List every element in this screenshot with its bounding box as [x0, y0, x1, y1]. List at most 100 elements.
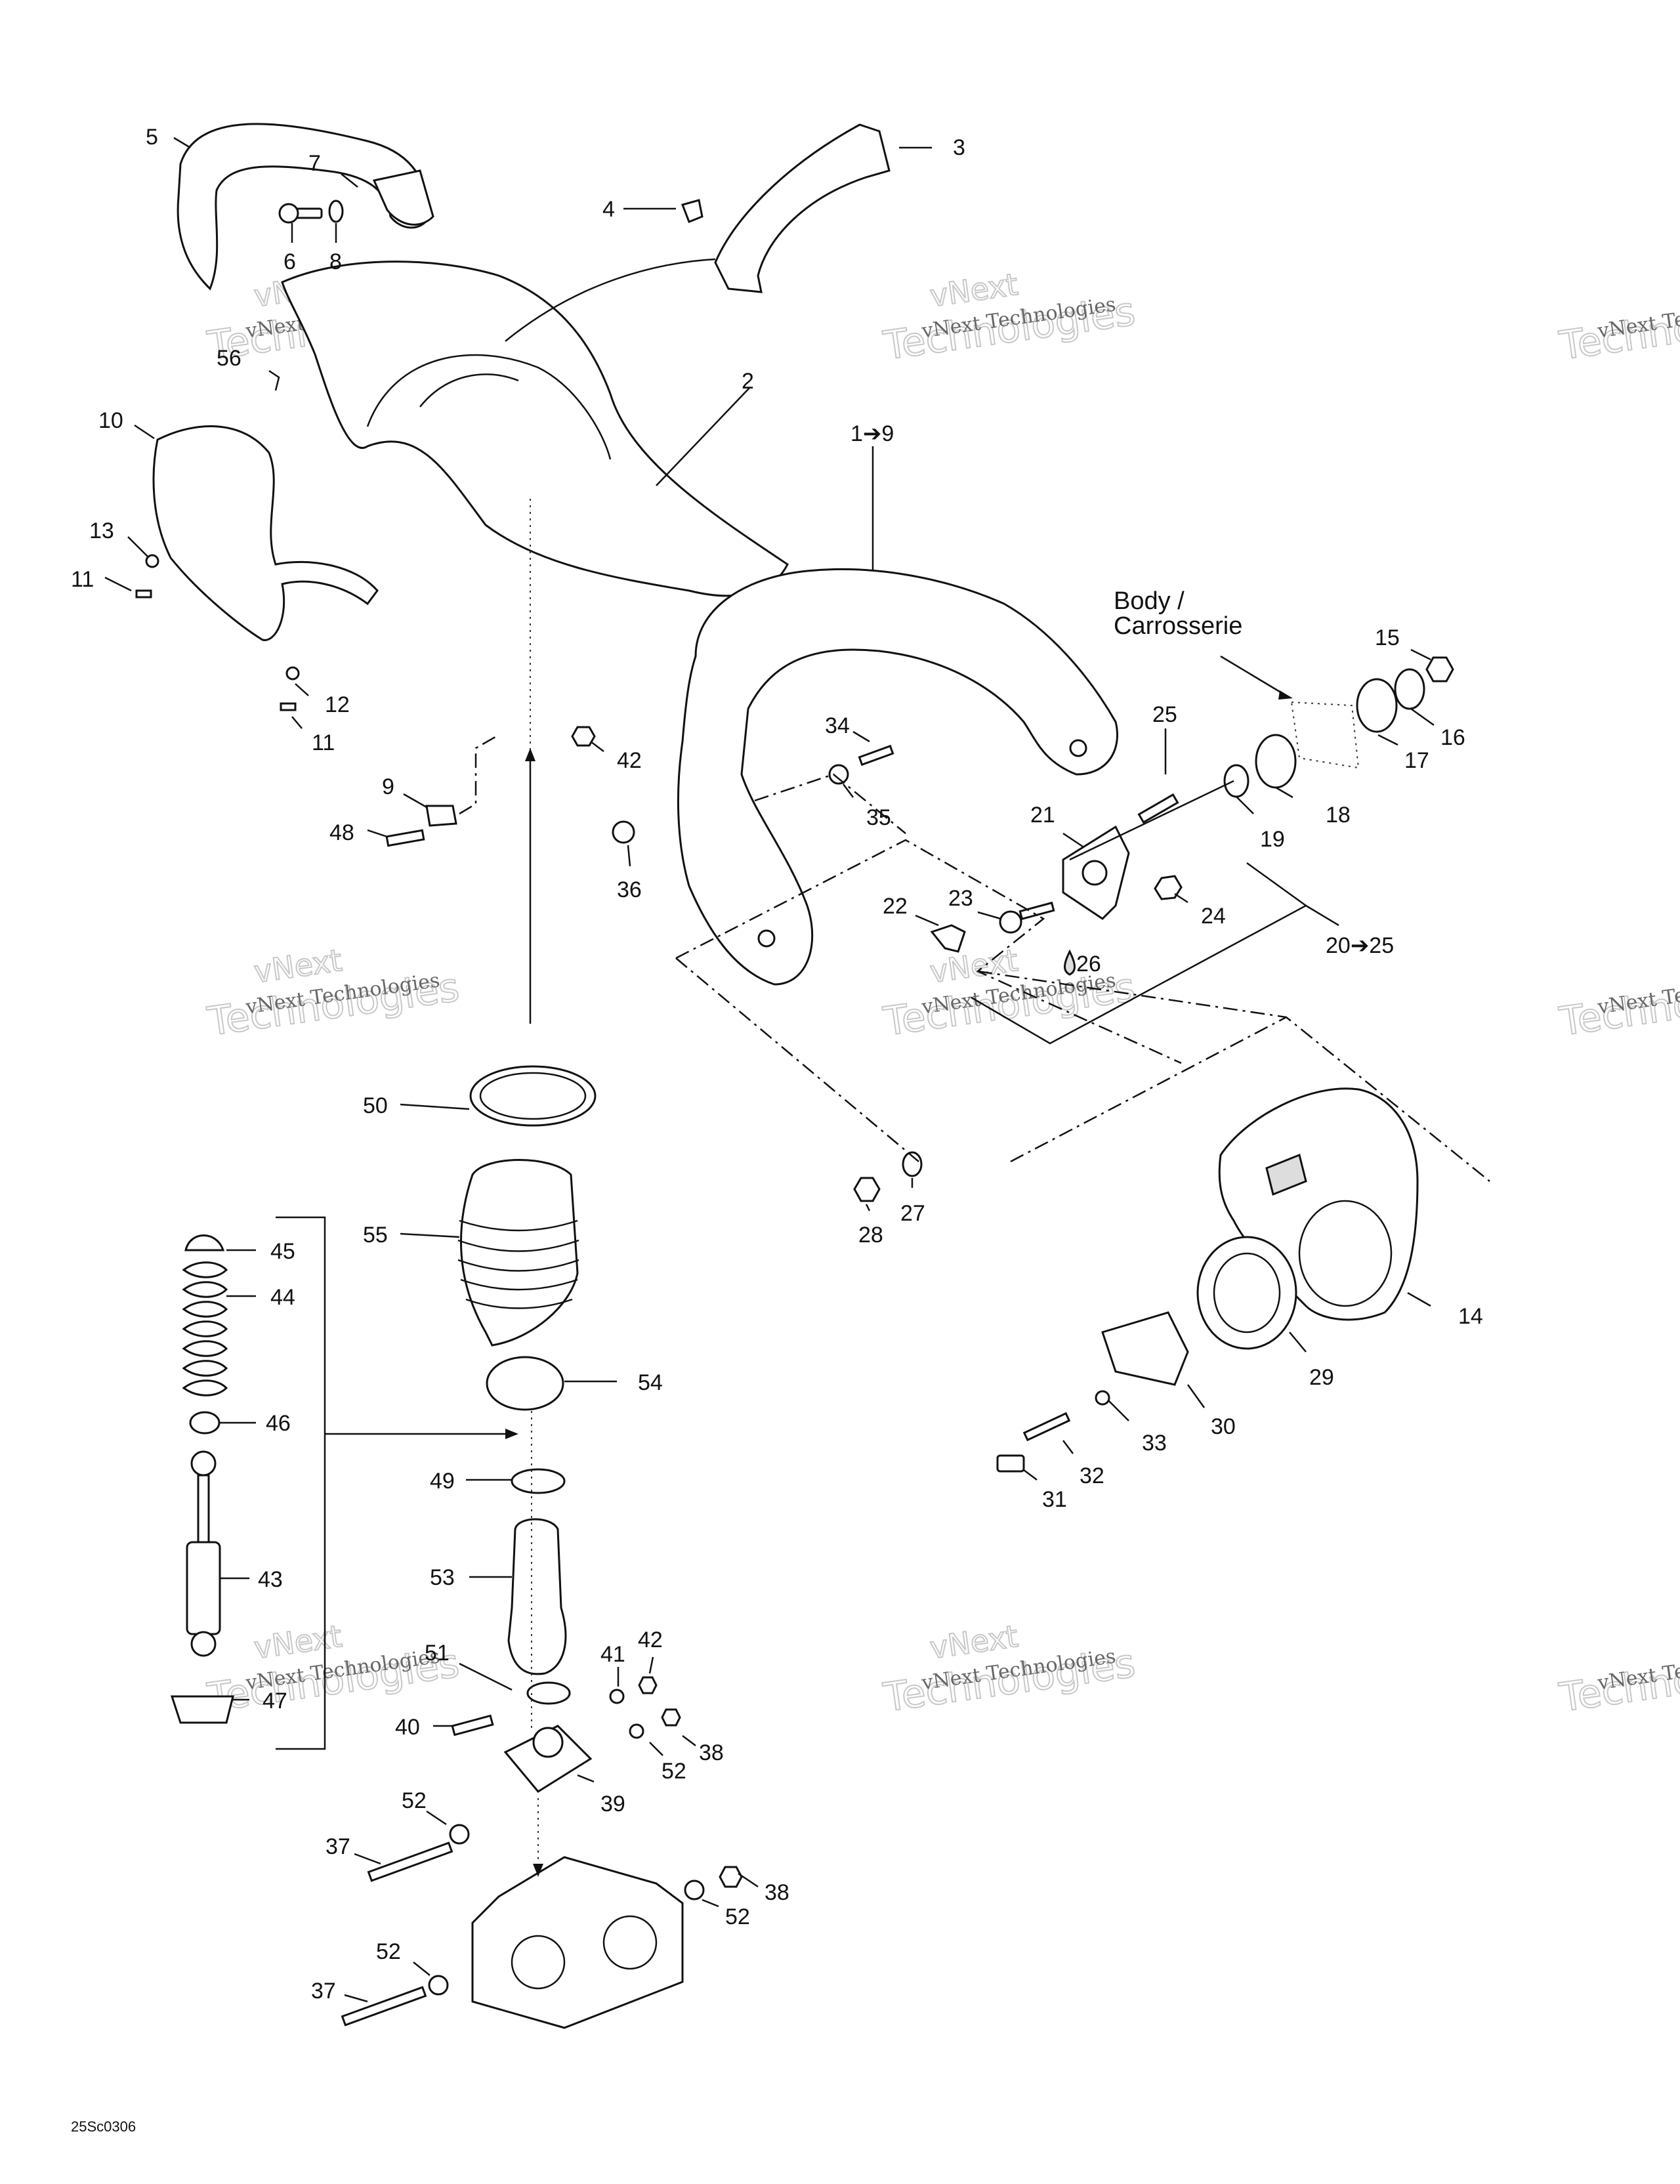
callout-label: 39	[600, 1792, 625, 1816]
callout-label: 24	[1201, 904, 1226, 929]
body-panel-hatch	[1290, 701, 1360, 769]
callout-label: 40	[395, 1715, 420, 1740]
callout-label: 23	[948, 886, 973, 911]
callout-label: 5	[146, 125, 158, 150]
callout-label: 53	[430, 1565, 455, 1590]
part-47-shock-cup	[170, 1695, 234, 1724]
part-50-clamp-inner	[479, 1072, 587, 1120]
part-16-washer	[1394, 668, 1425, 710]
part-7-plate	[372, 169, 434, 226]
part-3-rear-grab-handle	[714, 123, 891, 293]
callout-label: 8	[329, 249, 342, 274]
part-21-bracket-hole	[1082, 860, 1108, 886]
part-23-ball	[999, 910, 1022, 934]
part-43-shock-eye-lower	[190, 1631, 217, 1657]
callout-label: 30	[1211, 1414, 1236, 1439]
callout-label: 28	[858, 1223, 883, 1248]
callout-label: 47	[262, 1689, 287, 1713]
callout-label: 32	[1080, 1463, 1104, 1488]
callout-label: 38	[699, 1740, 724, 1765]
callout-label: 56	[217, 346, 242, 371]
frame-hole	[757, 929, 776, 948]
part-6-bolt-head	[278, 203, 299, 224]
assembly-line	[459, 734, 499, 815]
part-19-washer	[1223, 764, 1250, 798]
body-label-line2: Carrosserie	[1114, 612, 1242, 640]
callout-label: 18	[1326, 803, 1351, 828]
part-14-cover-opening	[1298, 1200, 1393, 1307]
callout-label: 31	[1042, 1487, 1067, 1512]
callout-label: 49	[430, 1469, 455, 1494]
part-52-washer	[629, 1723, 644, 1739]
part-38-nut-right	[719, 1866, 743, 1888]
body-label-line1: Body /	[1114, 587, 1185, 615]
assembly-lines	[325, 258, 1490, 1877]
watermark-9: Technologies vNext Technologies	[1556, 1640, 1680, 1722]
callout-label: 9	[382, 774, 394, 799]
callout-label: 48	[329, 820, 354, 845]
frame-hole	[1069, 739, 1087, 757]
callout-label: 45	[270, 1239, 295, 1264]
callout-label: 27	[900, 1201, 925, 1226]
part-9-spacer	[425, 805, 457, 827]
part-29-plate-inner	[1213, 1252, 1281, 1334]
part-25-bolt	[1137, 793, 1179, 824]
callout-label: 14	[1458, 1304, 1483, 1329]
callout-label: 16	[1440, 725, 1465, 750]
callout-label: 26	[1076, 952, 1101, 976]
callout-label: 1➔9	[850, 421, 894, 446]
part-52-washer-lower	[428, 1975, 449, 1996]
engine-housing-bore	[511, 1935, 566, 1990]
part-37-bolt-upper	[367, 1841, 453, 1882]
callout-label: 55	[363, 1223, 388, 1248]
part-8-washer	[328, 200, 344, 223]
part-17-washer	[1356, 678, 1398, 733]
part-2-seat-cover-seam	[366, 354, 612, 460]
callout-label: 13	[89, 518, 114, 543]
part-33-washer	[1095, 1390, 1110, 1406]
callout-label: 4	[602, 197, 615, 222]
part-5-front-grab-handle	[177, 123, 431, 291]
callout-label: 41	[600, 1642, 625, 1667]
arrow-head	[1278, 690, 1293, 700]
drawing-code: 25Sc0306	[71, 2118, 136, 2135]
callout-label: 2	[742, 369, 754, 394]
part-40-bolt	[451, 1714, 494, 1736]
callout-label: 11	[312, 730, 335, 755]
callout-label: 42	[638, 1628, 663, 1652]
watermark-8: Technologies vNext Technologies	[1556, 964, 1680, 1046]
callout-label: 10	[98, 408, 123, 433]
callout-label: 51	[425, 1641, 450, 1666]
callout-label: 44	[270, 1285, 295, 1310]
part-53-rubber-boot	[507, 1518, 567, 1675]
callout-label: 52	[725, 1904, 750, 1929]
callout-label: 3	[953, 135, 965, 160]
part-26-drop	[1064, 949, 1076, 976]
part-42-nut	[571, 726, 596, 747]
leader-line	[1069, 780, 1234, 861]
part-38-nut	[661, 1708, 681, 1727]
part-37-bolt-lower	[341, 1986, 427, 2026]
part-22-stopper	[930, 924, 966, 953]
part-29-plate	[1196, 1236, 1297, 1350]
part-45-spring-seat	[184, 1234, 225, 1251]
part-12-washer	[285, 666, 300, 681]
callout-label: 52	[402, 1788, 427, 1813]
arrow-head	[525, 748, 536, 761]
callout-label: 52	[376, 1939, 401, 1964]
assembly-line	[675, 839, 1182, 1064]
callout-label: 19	[1260, 827, 1285, 852]
callout-label: 29	[1309, 1365, 1334, 1390]
watermark-5: Technologies vNext vNext Technologies	[204, 1618, 463, 1722]
callout-label: 38	[765, 1880, 789, 1905]
part-41-washer	[609, 1689, 625, 1704]
callout-label: 17	[1404, 748, 1429, 773]
callout-label: 35	[866, 805, 891, 830]
callout-label: 54	[638, 1370, 663, 1395]
assembly-line	[1010, 1016, 1287, 1163]
callout-label: 33	[1142, 1431, 1167, 1456]
part-11-screw	[135, 589, 152, 598]
watermark-2: Technologies vNext vNext Technologies	[880, 266, 1139, 370]
part-43-shock-rod	[197, 1474, 210, 1549]
callout-label: 21	[1030, 803, 1055, 828]
